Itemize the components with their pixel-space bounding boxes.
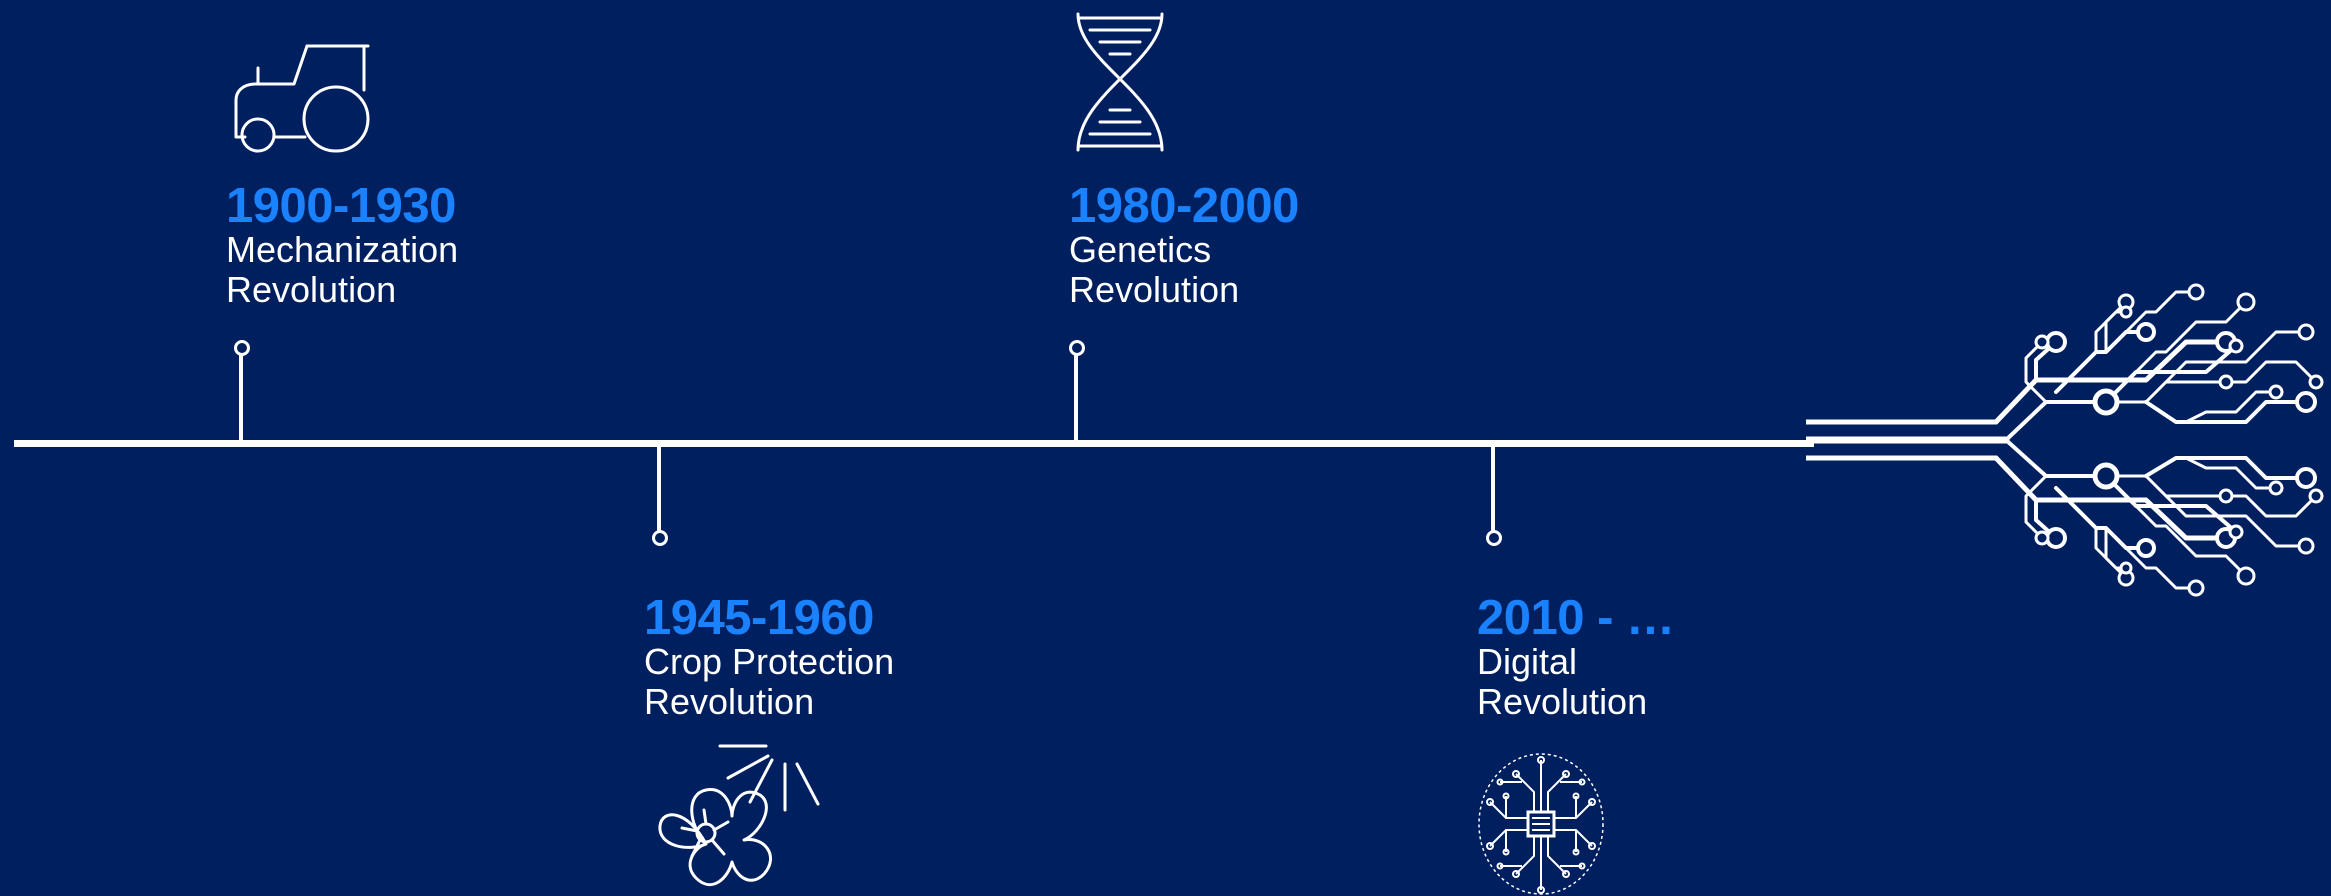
era-label-line2: Revolution — [644, 681, 815, 722]
era-years: 1945-1960 — [644, 591, 874, 645]
era-label-line1: Genetics — [1069, 229, 1212, 270]
node-mechanization — [234, 340, 250, 356]
era-label-line1: Mechanization — [226, 229, 459, 270]
stem-crop-protection — [657, 445, 661, 537]
dna-icon — [1072, 12, 1168, 152]
era-years: 2010 - … — [1477, 591, 1675, 645]
node-digital — [1486, 530, 1502, 546]
flower-sun-icon — [648, 738, 823, 896]
era-label-line1: Digital — [1477, 641, 1578, 682]
circuit-brain-icon — [1476, 752, 1606, 896]
stem-mechanization — [239, 350, 243, 442]
era-years: 1900-1930 — [226, 179, 456, 233]
timeline-axis — [14, 440, 1814, 447]
node-genetics — [1069, 340, 1085, 356]
node-crop-protection — [652, 530, 668, 546]
era-digital: 2010 - … Digital Revolution — [1477, 594, 1675, 722]
era-label-line1: Crop Protection — [644, 641, 895, 682]
era-genetics: 1980-2000 Genetics Revolution — [1069, 182, 1299, 310]
era-mechanization: 1900-1930 Mechanization Revolution — [226, 182, 458, 310]
era-label-line2: Revolution — [226, 269, 397, 310]
era-label-line2: Revolution — [1069, 269, 1240, 310]
tractor-icon — [228, 40, 376, 158]
stem-genetics — [1074, 350, 1078, 442]
era-crop-protection: 1945-1960 Crop Protection Revolution — [644, 594, 894, 722]
stem-digital — [1491, 445, 1495, 537]
era-label-line2: Revolution — [1477, 681, 1648, 722]
era-years: 1980-2000 — [1069, 179, 1299, 233]
circuit-tree-icon — [1806, 262, 2331, 632]
